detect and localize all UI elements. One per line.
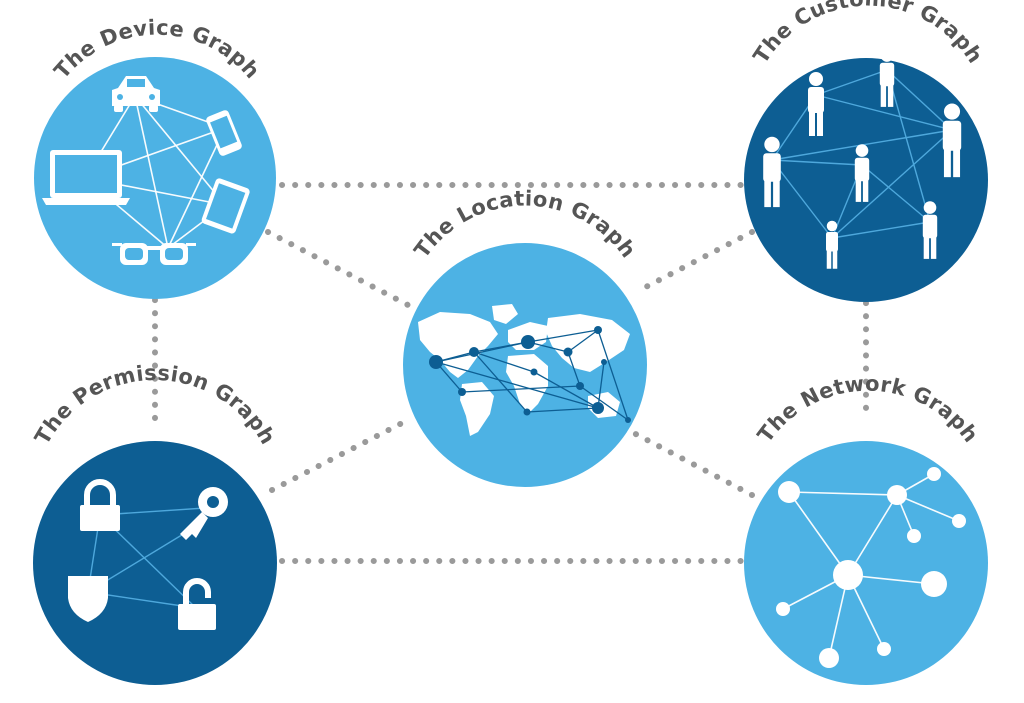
network-node bbox=[776, 602, 790, 616]
network-graph-circle bbox=[744, 441, 988, 685]
laptop-icon bbox=[42, 150, 130, 205]
person-icon bbox=[879, 49, 895, 107]
unlocked-padlock-icon bbox=[178, 578, 216, 630]
network-graph: The Network Graph bbox=[744, 371, 988, 685]
tablet-icon bbox=[201, 178, 250, 234]
connector-customer-location bbox=[637, 229, 755, 293]
person-icon bbox=[808, 72, 824, 136]
connector-network-location bbox=[625, 427, 755, 498]
network-node bbox=[819, 648, 839, 668]
network-node bbox=[907, 529, 921, 543]
key-icon bbox=[180, 487, 228, 540]
network-node bbox=[927, 467, 941, 481]
permission-graph: The Permission Graph bbox=[30, 361, 280, 685]
network-node bbox=[921, 571, 947, 597]
customer-graph: The Customer Graph bbox=[744, 0, 988, 302]
network-node bbox=[778, 481, 800, 503]
person-icon bbox=[854, 144, 870, 202]
connector-device-location bbox=[265, 229, 411, 308]
network-node bbox=[887, 485, 907, 505]
world-map-icon bbox=[418, 304, 630, 436]
network-node bbox=[833, 560, 863, 590]
customer-graph-title: The Customer Graph bbox=[749, 0, 988, 68]
device-graph: The Device Graph bbox=[34, 15, 276, 299]
location-nodes bbox=[429, 326, 631, 423]
network-node bbox=[952, 514, 966, 528]
network-node bbox=[877, 642, 891, 656]
connectors bbox=[152, 182, 869, 564]
permission-graph-circle bbox=[33, 441, 277, 685]
location-links bbox=[435, 329, 629, 421]
person-icons bbox=[763, 49, 962, 269]
shield-icon bbox=[68, 576, 108, 622]
person-icon bbox=[763, 136, 781, 208]
connector-permission-location bbox=[269, 417, 411, 493]
person-icon bbox=[826, 220, 838, 269]
person-icon bbox=[922, 201, 938, 259]
padlock-icon bbox=[80, 479, 120, 531]
glasses-icon bbox=[112, 243, 196, 265]
car-icon bbox=[112, 76, 160, 112]
person-icon bbox=[942, 103, 962, 178]
phone-icon bbox=[206, 110, 242, 156]
location-graph: The Location Graph bbox=[403, 187, 647, 487]
network-nodes bbox=[776, 467, 966, 668]
